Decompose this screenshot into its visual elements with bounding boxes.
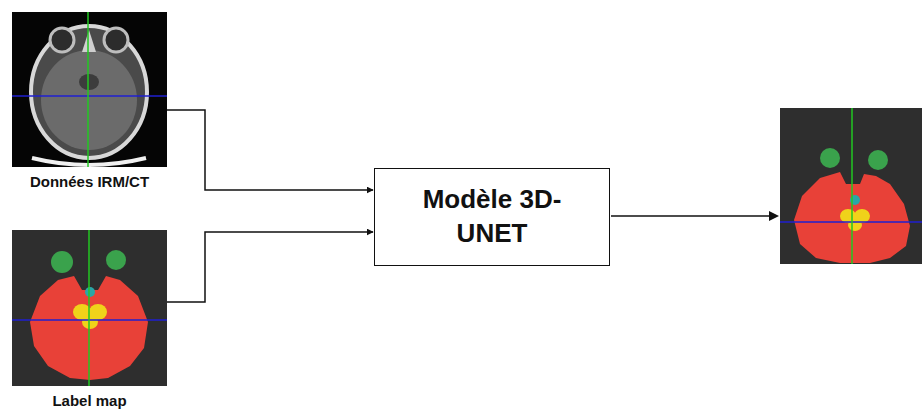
input-arrow — [167, 110, 373, 190]
image-caption: Label map — [52, 392, 126, 410]
label-map-node: Label map — [12, 230, 167, 410]
model-label: Modèle 3D-UNET — [422, 183, 562, 251]
image-input-node: Données IRM/CT — [12, 12, 167, 191]
image-caption: Données IRM/CT — [30, 173, 149, 191]
model-box: Modèle 3D-UNET — [374, 168, 610, 266]
output-segmentation-image — [780, 108, 922, 264]
ct-scan-image — [12, 12, 167, 167]
input-arrow — [167, 232, 373, 302]
label-map-image — [12, 230, 167, 386]
